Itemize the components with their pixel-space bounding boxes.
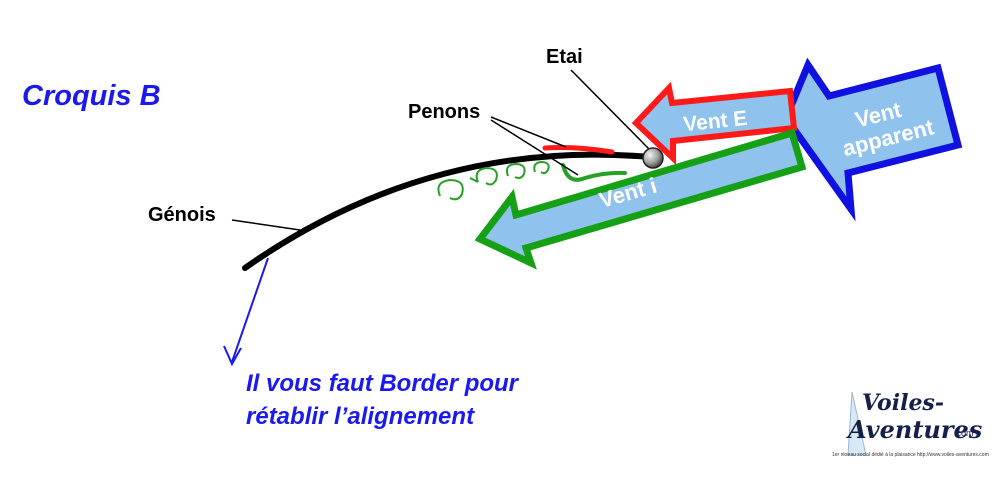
genois-leader <box>231 219 301 231</box>
label-etai: Etai <box>546 46 583 68</box>
diagram-title: Croquis B <box>22 80 161 112</box>
label-penons: Penons <box>408 101 481 123</box>
penons-leader-2 <box>490 119 579 176</box>
arrow-vent-i <box>474 128 807 270</box>
genois-sail <box>242 151 653 271</box>
arrow-vent-apparent <box>782 57 963 222</box>
logo-line-1: Voiles- <box>862 390 944 416</box>
penon-red <box>542 145 615 155</box>
logo-suffix: .com <box>954 428 974 438</box>
logo-tagline: 1er réseau social dédié à la plaisance h… <box>832 452 989 458</box>
penon-green-attached <box>561 163 627 182</box>
label-genois: Génois <box>148 204 216 226</box>
note-line-1: Il vous faut Border pour <box>246 370 519 397</box>
penons-leader-1 <box>490 116 567 148</box>
arrow-vent-e <box>631 81 798 165</box>
turbulence-swirls <box>437 160 550 201</box>
etai-leader <box>570 69 651 151</box>
logo-sail-icon <box>847 391 867 456</box>
etai-forestay <box>642 147 664 169</box>
logo: Voiles- Aventures .com 1er réseau social… <box>832 388 992 468</box>
logo-line-2: Aventures <box>848 415 983 444</box>
note-line-2: rétablir l’alignement <box>246 403 475 430</box>
border-arrow-shaft <box>231 257 269 363</box>
border-arrow-head <box>223 345 242 367</box>
